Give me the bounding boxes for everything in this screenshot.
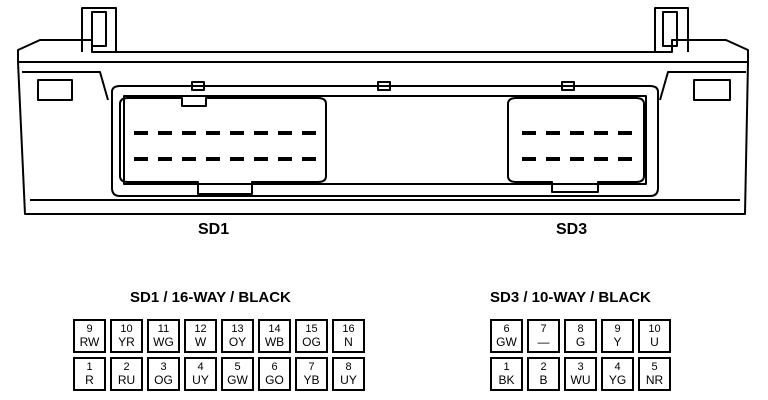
sd1-connector-label: SD1 <box>198 221 230 238</box>
wire-color: BK <box>498 373 515 387</box>
wire-color: UY <box>340 373 357 387</box>
pin-number: 11 <box>157 323 170 335</box>
pin-number: 8 <box>345 361 352 373</box>
pin-number: 6 <box>503 323 510 335</box>
pin-number: 3 <box>577 361 584 373</box>
wire-color: GW <box>496 335 517 349</box>
wire-color: B <box>539 373 548 387</box>
sd1-pinout-title: SD1 / 16-WAY / BLACK <box>130 289 291 306</box>
pin-number: 8 <box>577 323 584 335</box>
pin-number: 1 <box>86 361 93 373</box>
pin-number: 7 <box>540 323 547 335</box>
wire-color: — <box>537 335 550 349</box>
pin-number: 13 <box>231 323 244 335</box>
pin-number: 7 <box>308 361 315 373</box>
wire-color: WG <box>153 335 174 349</box>
pin-number: 3 <box>160 361 167 373</box>
wire-color: OY <box>228 335 247 349</box>
wire-color: YR <box>118 335 135 349</box>
pin-number: 4 <box>197 361 204 373</box>
pin-number: 9 <box>614 323 621 335</box>
pin-number: 9 <box>86 323 93 335</box>
wire-color: G <box>575 335 586 349</box>
wire-color: RU <box>117 373 136 387</box>
wire-color: RW <box>79 335 100 349</box>
pin-cell: 7— <box>527 319 560 353</box>
pin-number: 12 <box>194 323 207 335</box>
wire-color: OG <box>302 335 321 349</box>
wire-color: YB <box>303 373 320 387</box>
pin-number: 10 <box>120 323 133 335</box>
wire-color: UY <box>192 373 209 387</box>
sd3-connector-label: SD3 <box>556 221 588 238</box>
ecu-housing-drawing <box>17 7 749 215</box>
wire-color: GO <box>265 373 284 387</box>
wire-color: R <box>85 373 94 387</box>
pin-number: 5 <box>234 361 241 373</box>
pin-number: 2 <box>540 361 547 373</box>
pin-number: 15 <box>305 323 318 335</box>
sd3-pinout-title: SD3 / 10-WAY / BLACK <box>490 289 651 306</box>
pin-number: 2 <box>123 361 130 373</box>
wire-color: W <box>194 335 207 349</box>
wire-color: NR <box>645 373 664 387</box>
pin-number: 4 <box>614 361 621 373</box>
pin-number: 6 <box>271 361 278 373</box>
wire-color: OG <box>154 373 173 387</box>
wire-color: GW <box>227 373 248 387</box>
wire-color: Y <box>613 335 622 349</box>
pin-number: 14 <box>268 323 281 335</box>
wire-color: WB <box>264 335 285 349</box>
pin-number: 1 <box>503 361 510 373</box>
wire-color: WU <box>570 373 591 387</box>
wire-color: U <box>650 335 659 349</box>
pin-number: 16 <box>342 323 355 335</box>
pin-number: 10 <box>648 323 661 335</box>
wire-color: N <box>344 335 353 349</box>
pin-number: 5 <box>651 361 658 373</box>
wire-color: YG <box>608 373 627 387</box>
